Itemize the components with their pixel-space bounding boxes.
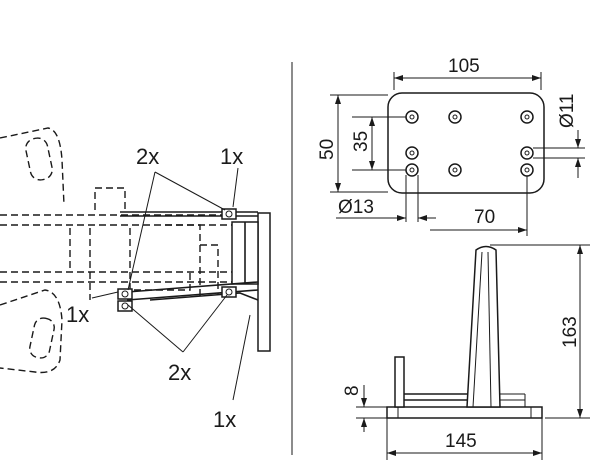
dim-145: 145 xyxy=(445,431,477,452)
plate-holes xyxy=(405,110,534,177)
dim-8: 8 xyxy=(342,385,363,396)
assembly-view: 2x 1x 1x 2x 1x xyxy=(0,127,271,432)
dim-diameter-13: Ø13 xyxy=(338,197,374,218)
dim-50: 50 xyxy=(317,139,338,160)
dim-105: 105 xyxy=(448,56,480,77)
callout-2x-bottom: 2x xyxy=(168,360,191,385)
dim-35: 35 xyxy=(351,131,372,152)
callout-1x-top: 1x xyxy=(220,144,243,169)
side-view: 163 8 145 xyxy=(342,244,590,460)
callout-1x-bottom: 1x xyxy=(213,407,236,432)
dim-163: 163 xyxy=(560,316,581,348)
callout-2x-top: 2x xyxy=(136,144,159,169)
plate-view: 105 50 35 Ø11 Ø13 70 xyxy=(317,56,585,236)
callout-1x-mid: 1x xyxy=(66,302,89,327)
dim-70: 70 xyxy=(474,207,495,228)
dim-diameter-11: Ø11 xyxy=(557,93,578,128)
